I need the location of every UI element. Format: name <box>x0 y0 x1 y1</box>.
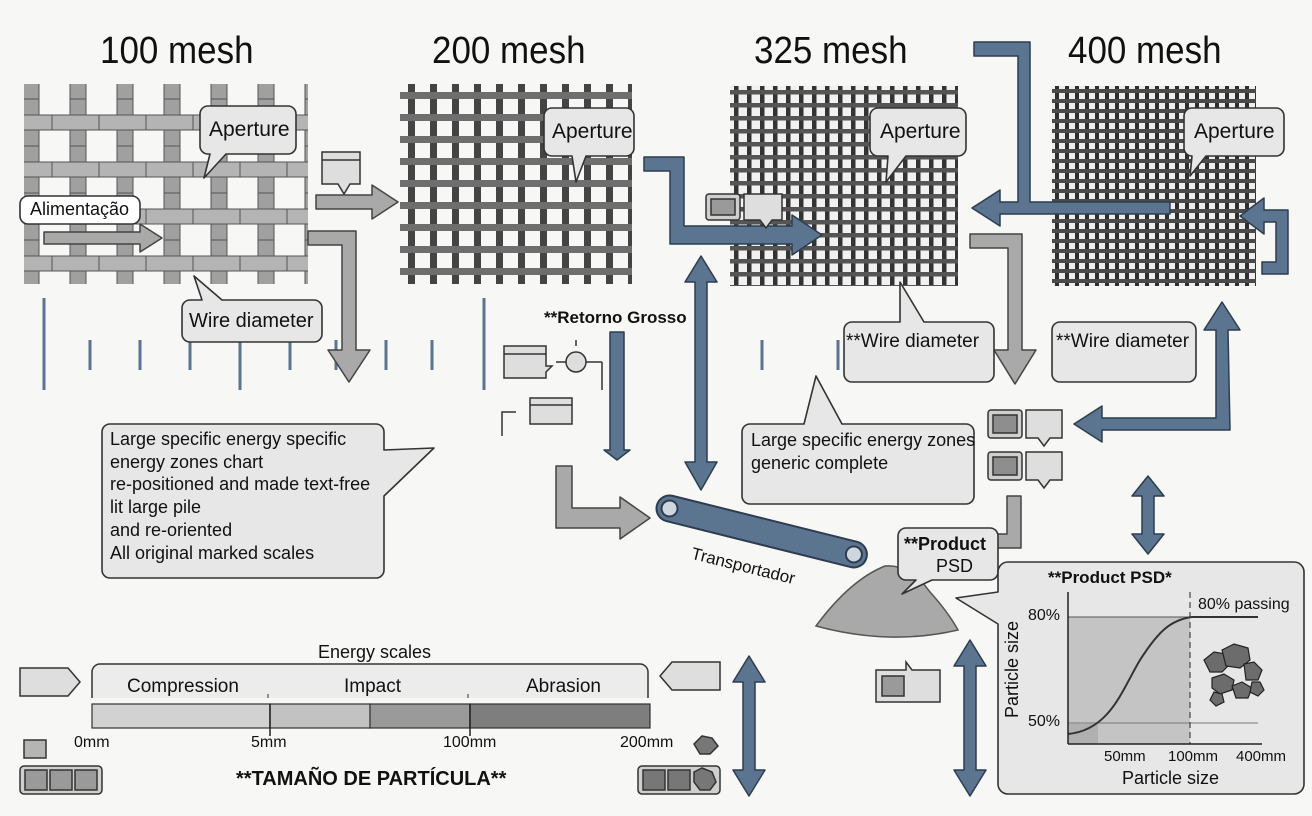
zone-compression: Compression <box>127 676 239 697</box>
psd-shaded-lower <box>1068 724 1098 744</box>
energy-tick-2: 100mm <box>443 734 497 751</box>
psd-y-label: Particle size <box>1002 620 1022 718</box>
aperture-1-label: Aperture <box>209 118 290 141</box>
arrow-400-lower-return <box>1073 301 1241 443</box>
wire-1-bubble <box>181 275 323 343</box>
coarse-return-bar <box>603 331 631 461</box>
particle-icon <box>1211 673 1235 695</box>
psd-title: **Product PSD* <box>1048 568 1172 587</box>
energy-tick-1: 5mm <box>251 734 287 751</box>
particle-icon <box>1221 643 1251 669</box>
psd-chart <box>1067 592 1265 745</box>
mesh-100-title: 100 mesh <box>100 30 254 72</box>
energy-tick-0: 0mm <box>74 734 110 751</box>
psd-x-label: Particle size <box>1122 768 1220 788</box>
note-left-line: lit large pile <box>110 497 202 518</box>
small-icons <box>19 151 1063 795</box>
energy-tick-3: 200mm <box>620 734 674 751</box>
feed-bubble <box>19 195 141 225</box>
note-right-line: Large specific energy zones <box>751 430 976 450</box>
aperture-4-bubble <box>1183 107 1285 177</box>
psd-double-arrow <box>1131 475 1165 555</box>
particle-icon <box>1243 661 1263 681</box>
note-left-line: energy zones chart <box>110 451 264 472</box>
arrow-100-down <box>307 230 371 383</box>
product-double-arrow <box>953 639 987 797</box>
psd-curve <box>1067 616 1258 735</box>
scale-ticks <box>42 298 840 390</box>
psd-x-tick-100: 100mm <box>1168 748 1219 765</box>
wire-3-bubble <box>843 281 995 383</box>
aperture-3-label: Aperture <box>880 120 961 143</box>
aperture-2-label: Aperture <box>552 120 633 143</box>
note-right-line: generic complete <box>751 453 889 473</box>
aperture-3-bubble <box>869 107 967 183</box>
feed-arrow <box>43 223 163 253</box>
coarse-return-label: **Retorno Grosso <box>544 308 687 327</box>
note-left-line: and re-oriented <box>110 519 233 540</box>
mesh-400-title: 400 mesh <box>1068 30 1222 72</box>
aperture-2-bubble <box>543 107 635 183</box>
aperture-4-label: Aperture <box>1194 120 1275 143</box>
zone-impact: Impact <box>344 676 402 697</box>
arrow-400-right-return <box>1239 197 1289 275</box>
feed-label: Alimentação <box>30 199 130 219</box>
note-right-bubble <box>741 375 975 505</box>
note-right: Large specific energy zones generic comp… <box>751 429 975 475</box>
conveyor-belt <box>655 494 868 569</box>
note-left-bubble <box>101 423 435 579</box>
energy-scale <box>91 663 651 736</box>
arrow-200-bottom <box>555 465 651 540</box>
psd-x-tick-50: 50mm <box>1104 748 1146 765</box>
wire-4-bubble <box>1051 321 1197 383</box>
product-label-top: **Product <box>904 534 987 554</box>
wire-3-label: **Wire diameter <box>846 331 980 352</box>
wire-4-label: **Wire diameter <box>1056 331 1190 352</box>
bottom-double-arrow <box>732 655 766 797</box>
product-bubble <box>897 527 999 595</box>
conveyor-double-arrow <box>684 255 718 491</box>
energy-title: Energy scales <box>314 642 436 663</box>
mesh-325-title: 325 mesh <box>754 30 908 72</box>
note-left-line: Large specific energy specific <box>110 429 347 449</box>
particle-size-axis-title: **TAMAÑO DE PARTÍCULA** <box>236 768 507 790</box>
particle-icon <box>1231 681 1253 699</box>
particle-icon <box>1249 681 1265 697</box>
note-left: Large specific energy specific energy zo… <box>110 428 370 564</box>
psd-y-tick-80: 80% <box>1028 607 1061 624</box>
grey-arrows <box>43 184 1037 549</box>
note-left-line: All original marked scales <box>110 542 315 563</box>
wire-1-label: Wire diameter <box>189 310 314 332</box>
mesh-200-title: 200 mesh <box>432 30 586 72</box>
psd-passing-label: 80% passing <box>1198 596 1290 613</box>
psd-x-tick-400: 400mm <box>1236 748 1287 765</box>
arrow-400-top-loop <box>971 41 1171 227</box>
zone-abrasion: Abrasion <box>526 676 601 697</box>
psd-y-tick-50: 50% <box>1028 713 1061 730</box>
arrow-200-to-325 <box>643 156 823 256</box>
note-left-line: re-positioned and made text-free <box>110 474 371 495</box>
product-label-bottom: PSD <box>936 556 974 576</box>
blue-arrows <box>603 41 1289 797</box>
arrow-100-to-200 <box>315 184 399 220</box>
particle-icon <box>1209 691 1225 707</box>
aperture-1-bubble <box>199 105 297 179</box>
arrow-325-down <box>969 233 1037 385</box>
